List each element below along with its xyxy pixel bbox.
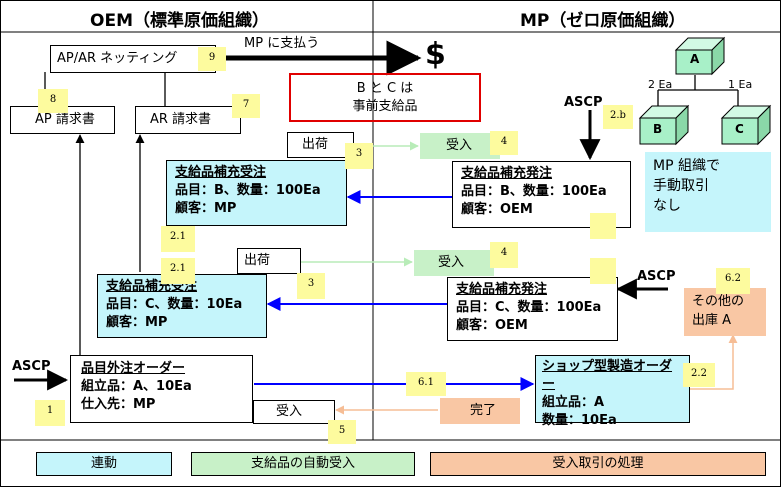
header-oem: OEM（標準原価組織） (90, 11, 269, 31)
step-2-1-marker-a: 2.1 (161, 226, 195, 252)
outsourced-po-title: 品目外注オーダー (81, 361, 186, 376)
outsourced-po-line1: 組立品：A、10Ea (81, 379, 192, 394)
step-4-marker-b: 4 (490, 242, 518, 268)
sales-order-b-line2: 顧客：MP (175, 201, 237, 216)
ascp-mid-label: ASCP (637, 269, 676, 284)
shop-floor-order-line2: 数量：10Ea (542, 413, 617, 428)
shipment-box-2: 出荷 (237, 248, 301, 274)
note-line2: 事前支給品 (352, 99, 418, 114)
cube-c-label: C (735, 122, 744, 136)
prepositioned-note: B と C は 事前支給品 (289, 73, 481, 122)
cube-c (720, 104, 772, 146)
receive-box-right-1: 受入 (420, 133, 500, 159)
ascp-left-label: ASCP (12, 359, 51, 374)
sales-order-b-line1: 品目：B、数量：100Ea (175, 183, 321, 198)
ascp-top-label: ASCP (564, 95, 603, 110)
step-1-marker: 1 (35, 400, 65, 426)
shop-floor-order-title: ショップ型製造オーダー (542, 359, 673, 392)
outsourced-po-line2: 仕入先：MP (81, 397, 156, 412)
sales-order-c-line2: 顧客：MP (106, 315, 168, 330)
complete-box: 完了 (440, 398, 520, 424)
sales-order-b-title: 支給品補充受注 (175, 165, 267, 180)
header-mp: MP（ゼロ原価組織） (520, 11, 686, 31)
cube-b (638, 104, 690, 146)
dollar-sign: $ (425, 37, 446, 72)
step-7-marker: 7 (232, 94, 260, 118)
step-2-2-marker: 2.2 (683, 363, 715, 387)
tree-left-qty: 2 Ea (648, 78, 673, 91)
receive-box-right-2: 受入 (414, 250, 494, 276)
step-8-marker: 8 (38, 89, 68, 113)
supply-po-b-title: 支給品補充発注 (461, 166, 553, 181)
note-line1: B と C は (356, 81, 414, 96)
outsourced-po: 品目外注オーダー 組立品：A、10Ea 仕入先：MP (70, 355, 253, 423)
step-4-marker-a: 4 (490, 131, 518, 155)
step-2b-marker: 2.b (603, 105, 633, 129)
supply-po-c-line1: 品目：C、数量：100Ea (456, 300, 602, 315)
cube-b-label: B (653, 122, 663, 136)
step-6-1-marker: 6.1 (406, 372, 446, 396)
step-5-marker: 5 (328, 420, 356, 444)
step-9-marker: 9 (198, 47, 226, 71)
other-issue-line2: 出庫 A (692, 313, 732, 328)
mp-org-note: MP 組織で 手動取引 なし (645, 152, 771, 232)
shop-floor-order: ショップ型製造オーダー 組立品：A 数量：10Ea (535, 355, 690, 428)
other-issue-line1: その他の (692, 294, 745, 309)
step-2-1-marker-b: 2.1 (161, 258, 195, 284)
step-3-marker-a: 3 (345, 143, 373, 169)
orange-arrow-issue (690, 334, 738, 390)
supply-po-b: 支給品補充発注 品目：B、数量：100Ea 顧客：OEM (452, 161, 631, 228)
step-6-2-marker: 6.2 (716, 268, 750, 294)
shipment-box-1: 出荷 (287, 132, 354, 158)
sales-order-c: 支給品補充受注 品目：C、数量：10Ea 顧客：MP (97, 274, 267, 338)
supply-po-c-title: 支給品補充発注 (456, 282, 548, 297)
sales-order-c-line1: 品目：C、数量：10Ea (106, 297, 243, 312)
supply-po-b-line2: 顧客：OEM (461, 202, 533, 217)
receive-box-left: 受入 (253, 400, 335, 424)
cube-a (674, 36, 726, 76)
other-issue-box: その他の 出庫 A (684, 288, 766, 336)
cube-a-label: A (690, 52, 700, 66)
legend-receipt-transaction: 受入取引の処理 (430, 452, 766, 476)
tree-right-qty: 1 Ea (728, 78, 753, 91)
step-blank-marker-1 (590, 213, 616, 239)
step-blank-marker-2 (590, 258, 616, 284)
supply-po-c-line2: 顧客：OEM (456, 318, 528, 333)
supply-po-b-line1: 品目：B、数量：100Ea (461, 184, 607, 199)
mp-org-note-line1: MP 組織で (653, 158, 720, 174)
legend-sync: 連動 (36, 452, 172, 476)
legend-auto-receipt: 支給品の自動受入 (191, 452, 415, 476)
step-3-marker-b: 3 (297, 273, 325, 299)
supply-po-c: 支給品補充発注 品目：C、数量：100Ea 顧客：OEM (447, 277, 618, 341)
mp-org-note-line2: 手動取引 (653, 178, 709, 194)
ar-invoice-box: AR 請求書 (135, 106, 241, 134)
pay-mp-label: MP に支払う (244, 36, 320, 51)
sales-order-b: 支給品補充受注 品目：B、数量：100Ea 顧客：MP (166, 160, 347, 226)
netting-box: AP/AR ネッティング (50, 45, 216, 73)
mp-org-note-line3: なし (653, 198, 681, 214)
shop-floor-order-line1: 組立品：A (542, 395, 605, 410)
